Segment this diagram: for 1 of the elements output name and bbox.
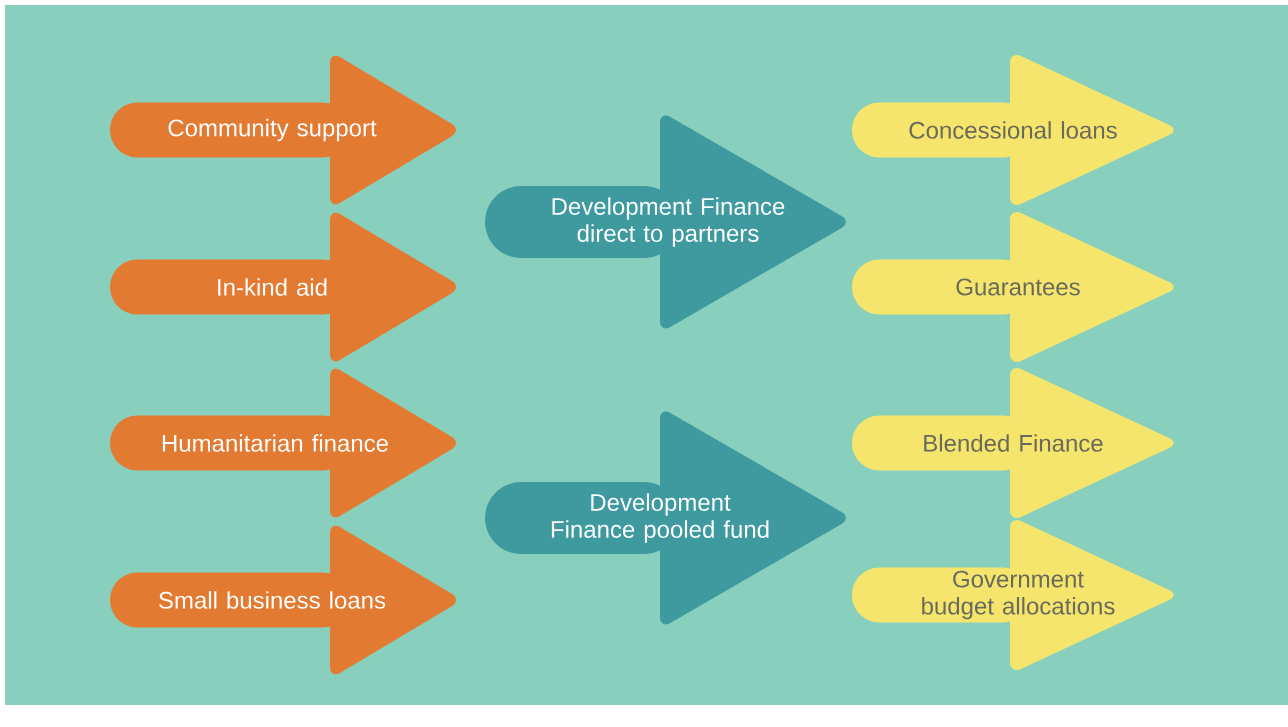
node-label: In-kind aid bbox=[218, 278, 327, 296]
